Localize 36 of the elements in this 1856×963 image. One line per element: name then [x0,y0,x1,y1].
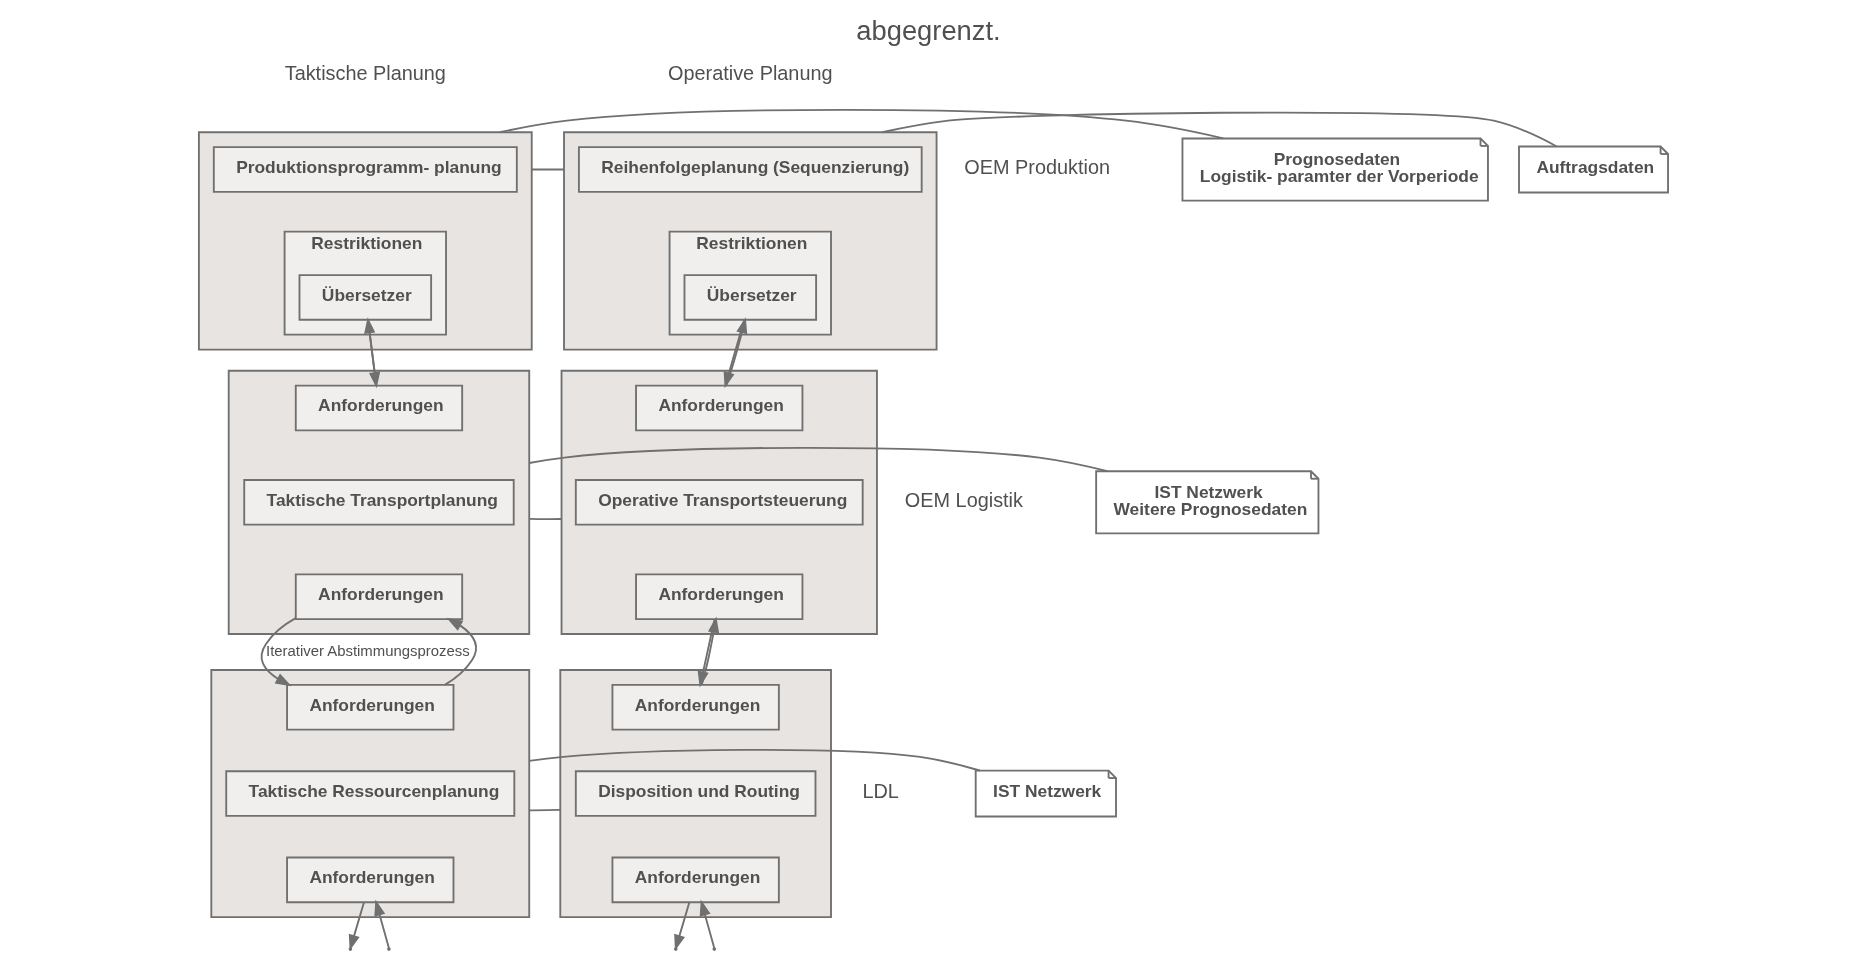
label: OEM Logistik [904,489,1023,512]
label: OEM Produktion [963,156,1110,179]
node-box: Anforderungen [611,683,780,731]
connector [498,108,1224,140]
node-box: Anforderungen [285,856,454,904]
arrow [373,899,390,949]
cluster [197,131,533,351]
node-box: Taktische Transportplanung [242,479,515,526]
label: Taktische Planung [284,61,446,84]
label: LDL [861,780,899,803]
node-box: Anforderungen [294,384,463,432]
cluster [562,131,937,351]
node-box: Anforderungen [294,573,463,620]
node-box: Übersetzer [298,274,432,321]
label: Operative Planung [667,61,833,84]
node-box: Produktionsprogramm- planung [212,146,518,193]
node-box: Anforderungen [634,384,803,432]
edge-label: Iterativer Abstimmungsprozess [265,642,470,659]
connector [530,168,565,171]
connector [527,749,981,772]
node-box: Operative Transportsteuerung [574,479,864,526]
node-box: Reihenfolgeplanung (Sequenzierung) [577,146,923,193]
arrow [260,617,296,687]
node-box: Disposition und Routing [574,770,816,817]
arrow [700,616,719,686]
arrow [699,899,715,949]
node-box: Taktische Ressourcenplanung [224,770,515,817]
node-box: Übersetzer [683,274,817,321]
diagram-title: abgegrenzt. [855,14,1001,46]
node-box: Anforderungen [611,856,780,904]
node-box: Anforderungen [285,683,454,731]
node-box: Anforderungen [634,573,803,620]
connector [527,517,562,521]
connector [527,446,1108,473]
arrow [443,617,477,686]
connector [527,808,561,812]
